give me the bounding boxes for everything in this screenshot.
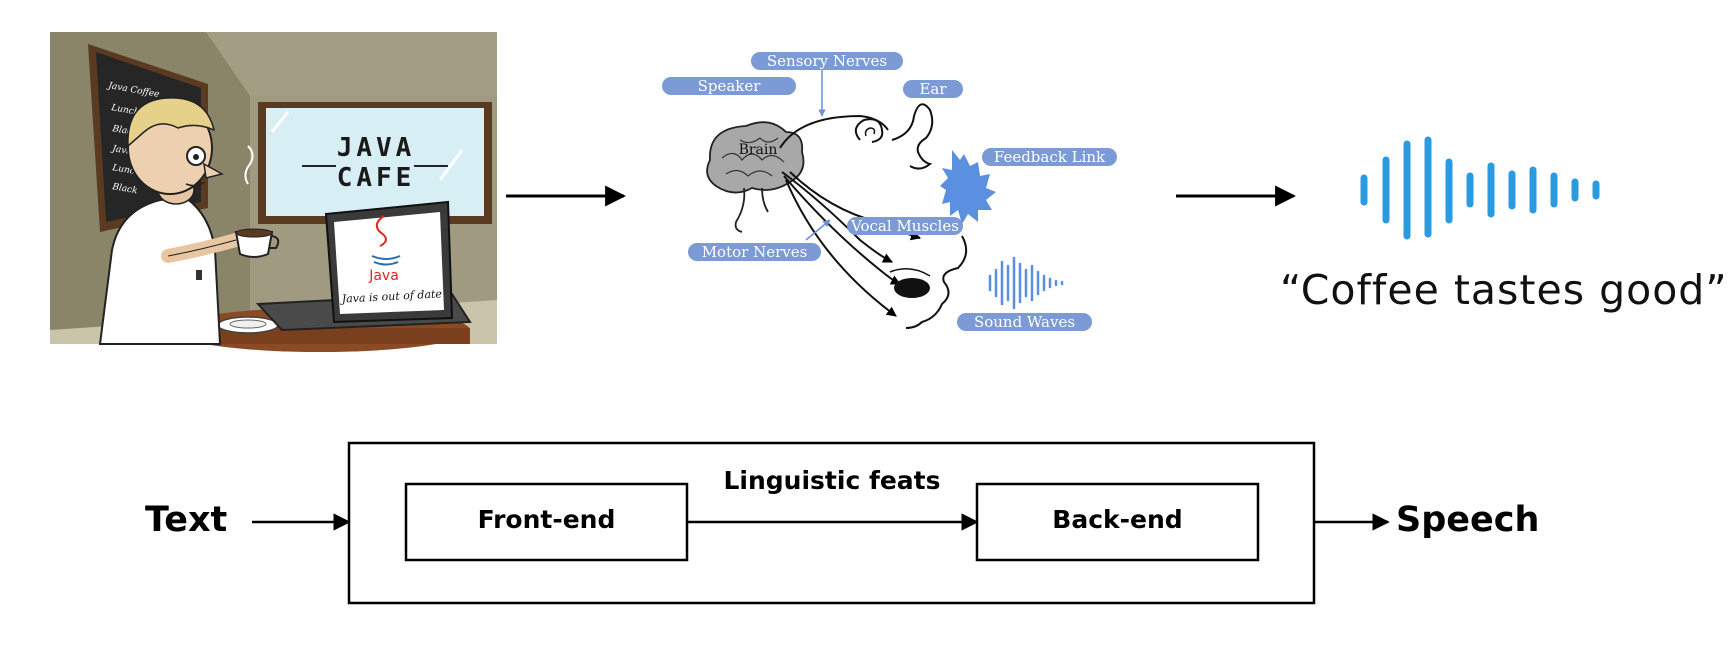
brain-label: Brain [739, 142, 778, 158]
brain-icon [706, 121, 805, 233]
feedback-wave-icon [940, 150, 996, 224]
laptop-caption: Java is out of date [339, 287, 442, 305]
vocal-muscles-label: Vocal Muscles [847, 217, 963, 235]
java-cafe-cartoon: Java Coffee Lunch Black Java Lunch Black… [50, 32, 497, 352]
frontend-label: Front-end [477, 505, 616, 534]
text-input-label: Text [145, 500, 228, 540]
sound-waves-label: Sound Waves [957, 313, 1092, 331]
sensory-nerves-label: Sensory Nerves [751, 52, 903, 70]
menu-item: Black [110, 182, 138, 196]
laptop: Java Java is out of date [255, 200, 472, 332]
sign-line2: CAFE [337, 163, 416, 193]
speech-output-label: Speech [1396, 500, 1540, 540]
sound-wave-icon [988, 256, 1064, 310]
tts-pipeline [252, 441, 1390, 605]
ear-icon [854, 103, 934, 170]
motor-nerves-label: Motor Nerves [688, 243, 821, 261]
waveform-icon [1360, 136, 1600, 240]
backend-label: Back-end [1052, 505, 1183, 534]
feedback-link-label: Feedback Link [982, 148, 1117, 166]
face-profile-icon [889, 235, 968, 329]
ear-label: Ear [903, 80, 963, 98]
java-cafe-sign: JAVA CAFE [258, 102, 492, 224]
laptop-logo-text: Java [368, 268, 399, 284]
sign-line1: JAVA [337, 133, 416, 163]
java-logo-icon [371, 215, 401, 266]
menu-item: Java [110, 144, 133, 158]
speech-chain-diagram: Brain [706, 70, 1064, 329]
spoken-quote: “Coffee tastes good” [1280, 266, 1728, 314]
linguistic-feats-label: Linguistic feats [723, 466, 941, 495]
coffee-cup-icon [234, 228, 280, 258]
cartoon-person [98, 97, 280, 345]
speaker-label: Speaker [662, 77, 796, 95]
